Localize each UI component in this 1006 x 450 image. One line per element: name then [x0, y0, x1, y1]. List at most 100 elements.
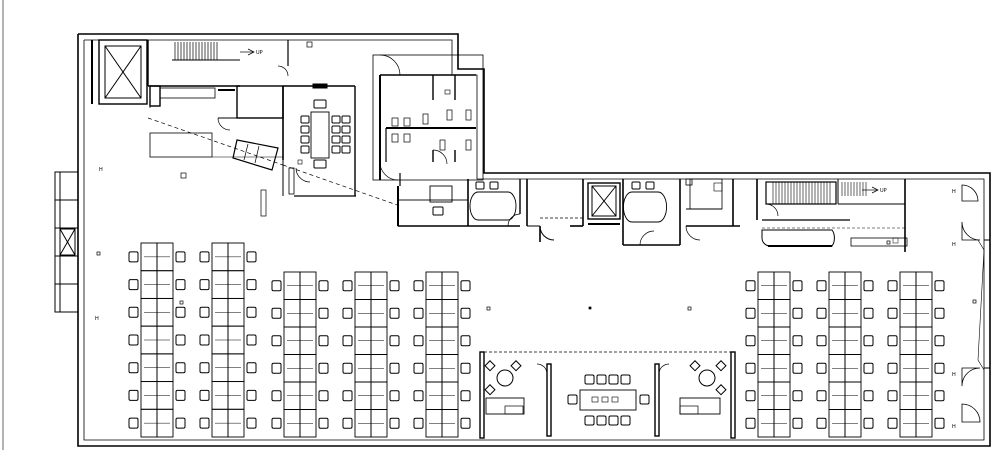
chair — [128, 306, 139, 318]
core-area-left: UP — [91, 39, 401, 207]
chair — [389, 417, 400, 429]
chair — [745, 280, 756, 292]
chair — [389, 335, 400, 347]
mid-core-rooms — [397, 178, 740, 246]
workstation-cluster — [745, 271, 803, 438]
workstation-cluster — [413, 271, 471, 438]
chair — [413, 362, 424, 374]
chair — [745, 390, 756, 402]
chair — [413, 280, 424, 292]
chair — [175, 389, 186, 401]
chair — [887, 362, 898, 374]
chair — [246, 417, 257, 429]
chair — [816, 390, 827, 402]
chair — [128, 334, 139, 346]
chair — [342, 307, 353, 319]
chair — [816, 307, 827, 319]
chair — [887, 280, 898, 292]
chair — [863, 307, 874, 319]
exterior-walls — [77, 33, 991, 447]
chair — [246, 306, 257, 318]
chair — [199, 279, 210, 291]
chair — [175, 417, 186, 429]
chair — [389, 280, 400, 292]
chair — [934, 417, 945, 429]
conference-room-top — [297, 83, 356, 196]
chair — [199, 362, 210, 374]
workstation-cluster — [128, 242, 186, 438]
fixture-mark: H — [952, 424, 956, 430]
chair — [745, 335, 756, 347]
chair — [413, 335, 424, 347]
chair — [934, 390, 945, 402]
workstation-cluster — [342, 271, 400, 438]
fixture-labels: H H H H H H — [95, 167, 956, 430]
up-label-right: UP — [880, 188, 887, 194]
chair — [271, 307, 282, 319]
chair — [271, 280, 282, 292]
chair — [792, 335, 803, 347]
chair — [128, 251, 139, 263]
fixture-mark: H — [952, 189, 956, 195]
chair — [816, 280, 827, 292]
fixture-mark: H — [95, 316, 99, 322]
chair — [792, 307, 803, 319]
chair — [887, 335, 898, 347]
chair — [128, 362, 139, 374]
chair — [246, 334, 257, 346]
chair — [887, 390, 898, 402]
chair — [460, 417, 471, 429]
chair — [199, 389, 210, 401]
chair — [128, 389, 139, 401]
chair — [745, 417, 756, 429]
workstation-cluster — [199, 242, 257, 438]
chair — [863, 335, 874, 347]
chair — [128, 417, 139, 429]
chair — [175, 306, 186, 318]
chair — [342, 335, 353, 347]
chair — [863, 390, 874, 402]
chair — [934, 307, 945, 319]
chair — [318, 335, 329, 347]
chair — [246, 251, 257, 263]
chair — [175, 362, 186, 374]
chair — [934, 280, 945, 292]
chair — [792, 417, 803, 429]
meeting-pod-center — [479, 351, 736, 439]
chair — [413, 390, 424, 402]
chair — [863, 417, 874, 429]
stair-top-left — [172, 42, 255, 61]
chair — [271, 335, 282, 347]
chair — [342, 390, 353, 402]
chair — [318, 280, 329, 292]
workstation-cluster — [887, 271, 945, 438]
workstation-cluster — [271, 271, 329, 438]
chair — [342, 280, 353, 292]
workstation-area — [128, 242, 945, 438]
chair — [413, 417, 424, 429]
chair — [318, 307, 329, 319]
chair — [745, 362, 756, 374]
chair — [389, 362, 400, 374]
chair — [175, 334, 186, 346]
chair — [863, 362, 874, 374]
chair — [318, 417, 329, 429]
chair — [318, 362, 329, 374]
chair — [816, 335, 827, 347]
chair — [199, 251, 210, 263]
chair — [792, 390, 803, 402]
chair — [128, 279, 139, 291]
chair — [199, 334, 210, 346]
chair — [342, 417, 353, 429]
chair — [389, 390, 400, 402]
chair — [199, 417, 210, 429]
chair — [271, 362, 282, 374]
workstation-cluster — [816, 271, 874, 438]
chair — [460, 307, 471, 319]
chair — [792, 280, 803, 292]
fixture-mark: H — [952, 242, 956, 248]
chair — [199, 306, 210, 318]
fixture-mark: H — [99, 167, 103, 173]
chair — [271, 390, 282, 402]
